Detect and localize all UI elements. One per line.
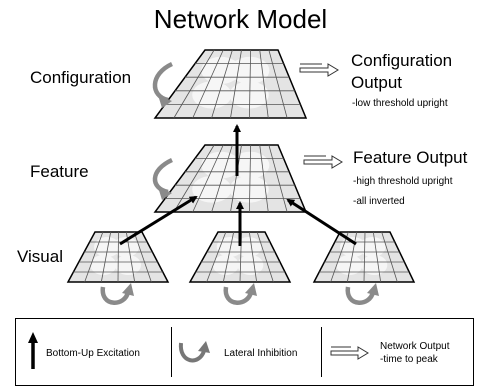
activation-blob: [237, 255, 264, 275]
legend-divider-2: [321, 327, 322, 377]
excitation-arrow-left-to-feature: [119, 195, 198, 246]
inhibition-arrow-visual-center: [222, 283, 257, 307]
feature-output-title: Feature Output: [353, 148, 468, 167]
activation-blob: [192, 81, 232, 109]
legend-divider-1: [171, 327, 172, 377]
legend-output-label-line1: Network Output: [380, 341, 450, 352]
activation-blob: [115, 255, 142, 275]
activation-blob: [229, 175, 269, 203]
configuration-grid: [153, 49, 308, 119]
visual-grid-right: [312, 231, 416, 283]
legend-excitation-label: Bottom-Up Excitation: [46, 348, 140, 359]
feature-output-note-1: -high threshold upright: [353, 176, 453, 187]
inhibition-arrow-visual-left: [99, 283, 134, 307]
output-arrow-configuration: [299, 63, 339, 77]
level-label-feature: Feature: [30, 162, 89, 181]
activation-blob: [336, 255, 363, 275]
output-legend-arrow: [330, 346, 369, 360]
configuration-output-title-line1: Configuration: [351, 51, 453, 70]
inhibition-legend-arrowhead: [198, 341, 210, 353]
inhibition-arrow-configuration: [151, 60, 174, 108]
activation-blob: [192, 175, 232, 203]
activation-blob: [229, 81, 269, 109]
configuration-output-title-line2: Output: [351, 73, 403, 92]
activation-blob: [361, 255, 388, 275]
page-title: Network Model: [153, 4, 328, 34]
activation-blob: [212, 255, 239, 275]
inhibition-legend-arrow: [178, 342, 206, 363]
legend-box: Bottom-Up Excitation Lateral Inhibition …: [15, 318, 474, 386]
legend-output-label-line2: -time to peak: [380, 354, 438, 365]
excitation-arrow-right-to-feature: [286, 198, 357, 246]
activation-blob: [90, 255, 117, 275]
inhibition-arrow-feature: [151, 156, 174, 200]
level-label-configuration: Configuration: [30, 68, 132, 87]
feature-output-note-2: -all inverted: [353, 196, 405, 207]
output-arrow-feature: [303, 155, 343, 169]
excitation-legend-arrowhead: [28, 332, 38, 343]
configuration-output-note: -low threshold upright: [352, 98, 448, 109]
visual-grid-left: [66, 231, 170, 283]
legend-inhibition-label: Lateral Inhibition: [224, 348, 298, 359]
activation-blob: [359, 237, 386, 257]
feature-grid: [153, 144, 308, 213]
legend-graphics: [28, 332, 369, 369]
level-label-visual: Visual: [17, 247, 63, 266]
visual-grid-center: [188, 231, 292, 283]
inhibition-arrow-visual-right: [344, 283, 379, 307]
